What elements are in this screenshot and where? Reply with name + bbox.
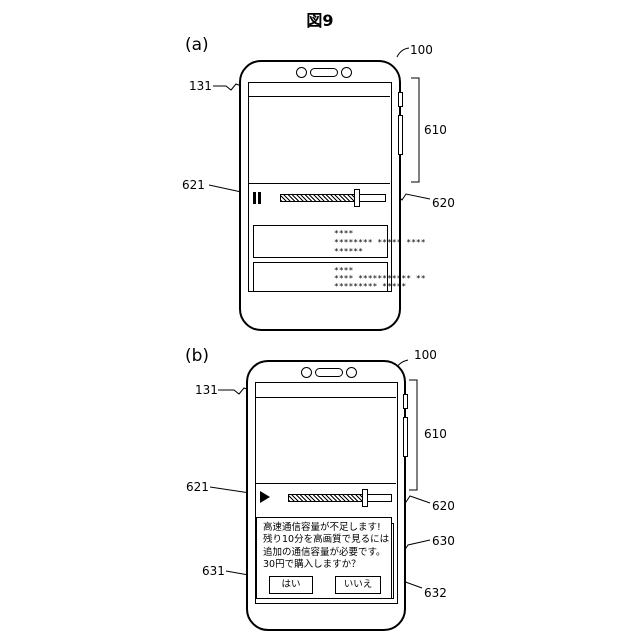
video-top-border: [249, 96, 390, 97]
ref-610-a: 610: [424, 124, 447, 136]
volume-button: [398, 92, 403, 107]
product-1-line3: ******: [334, 247, 363, 256]
video-bottom-border: [249, 183, 390, 184]
ref-621-b: 621: [186, 481, 209, 493]
product-1-line1: ****: [334, 229, 353, 238]
product-2-line3: ********* *****: [334, 282, 406, 291]
seek-bar-buffered: [281, 195, 357, 201]
seek-handle[interactable]: [362, 489, 368, 507]
ref-100-a: 100: [410, 44, 433, 56]
panel-b-label: (b): [185, 346, 209, 366]
ref-131-b: 131: [195, 384, 218, 396]
product-1-line2: ******** ***** ****: [334, 238, 426, 247]
dialog-line-3: 追加の通信容量が必要です。: [263, 547, 389, 559]
seek-bar[interactable]: [280, 194, 386, 202]
speaker-icon: [310, 68, 338, 77]
pause-icon-bar: [258, 192, 261, 204]
video-bottom-border: [256, 483, 396, 484]
ref-621-a: 621: [182, 179, 205, 191]
camera-icon: [301, 367, 312, 378]
screen-a: **** ******** ***** **** ****** **** ***…: [248, 82, 392, 292]
power-button: [398, 115, 403, 155]
sensor-icon: [346, 367, 357, 378]
ref-610-b: 610: [424, 428, 447, 440]
dialog-message: 高速通信容量が不足します! 残り10分を高画質で見るには 追加の通信容量が必要で…: [263, 522, 389, 571]
seek-bar-buffered: [289, 495, 365, 501]
yes-button[interactable]: はい: [269, 576, 313, 594]
dialog-line-2: 残り10分を高画質で見るには: [263, 534, 389, 546]
no-button[interactable]: いいえ: [335, 576, 381, 594]
play-icon[interactable]: [260, 491, 270, 503]
ref-630-b: 630: [432, 535, 455, 547]
camera-icon: [296, 67, 307, 78]
leader-621-b: [210, 487, 250, 493]
seek-bar[interactable]: [288, 494, 392, 502]
ref-620-b: 620: [432, 500, 455, 512]
ref-100-b: 100: [414, 349, 437, 361]
sensor-icon: [341, 67, 352, 78]
volume-button: [403, 394, 408, 409]
dialog-line-4: 30円で購入しますか？: [263, 559, 389, 571]
panel-a-label: (a): [185, 35, 209, 55]
power-button: [403, 417, 408, 457]
speaker-icon: [315, 368, 343, 377]
ref-631-b: 631: [202, 565, 225, 577]
screen-b: 高速通信容量が不足します! 残り10分を高画質で見るには 追加の通信容量が必要で…: [255, 382, 398, 604]
brace-610-b: [409, 380, 417, 490]
product-card-2[interactable]: **** **** *********** ** ********* *****: [253, 262, 388, 292]
smartphone-b: 高速通信容量が不足します! 残り10分を高画質で見るには 追加の通信容量が必要で…: [246, 360, 406, 631]
ref-632-b: 632: [424, 587, 447, 599]
leader-100-a: [397, 48, 409, 57]
ref-620-a: 620: [432, 197, 455, 209]
video-top-border: [256, 397, 396, 398]
pause-icon[interactable]: [253, 192, 256, 204]
brace-610-a: [411, 78, 419, 182]
purchase-dialog: 高速通信容量が不足します! 残り10分を高画質で見るには 追加の通信容量が必要で…: [256, 517, 392, 599]
dialog-line-1: 高速通信容量が不足します!: [263, 522, 389, 534]
seek-handle[interactable]: [354, 189, 360, 207]
ref-131-a: 131: [189, 80, 212, 92]
smartphone-a: **** ******** ***** **** ****** **** ***…: [239, 60, 401, 331]
product-card-1[interactable]: **** ******** ***** **** ******: [253, 225, 388, 258]
